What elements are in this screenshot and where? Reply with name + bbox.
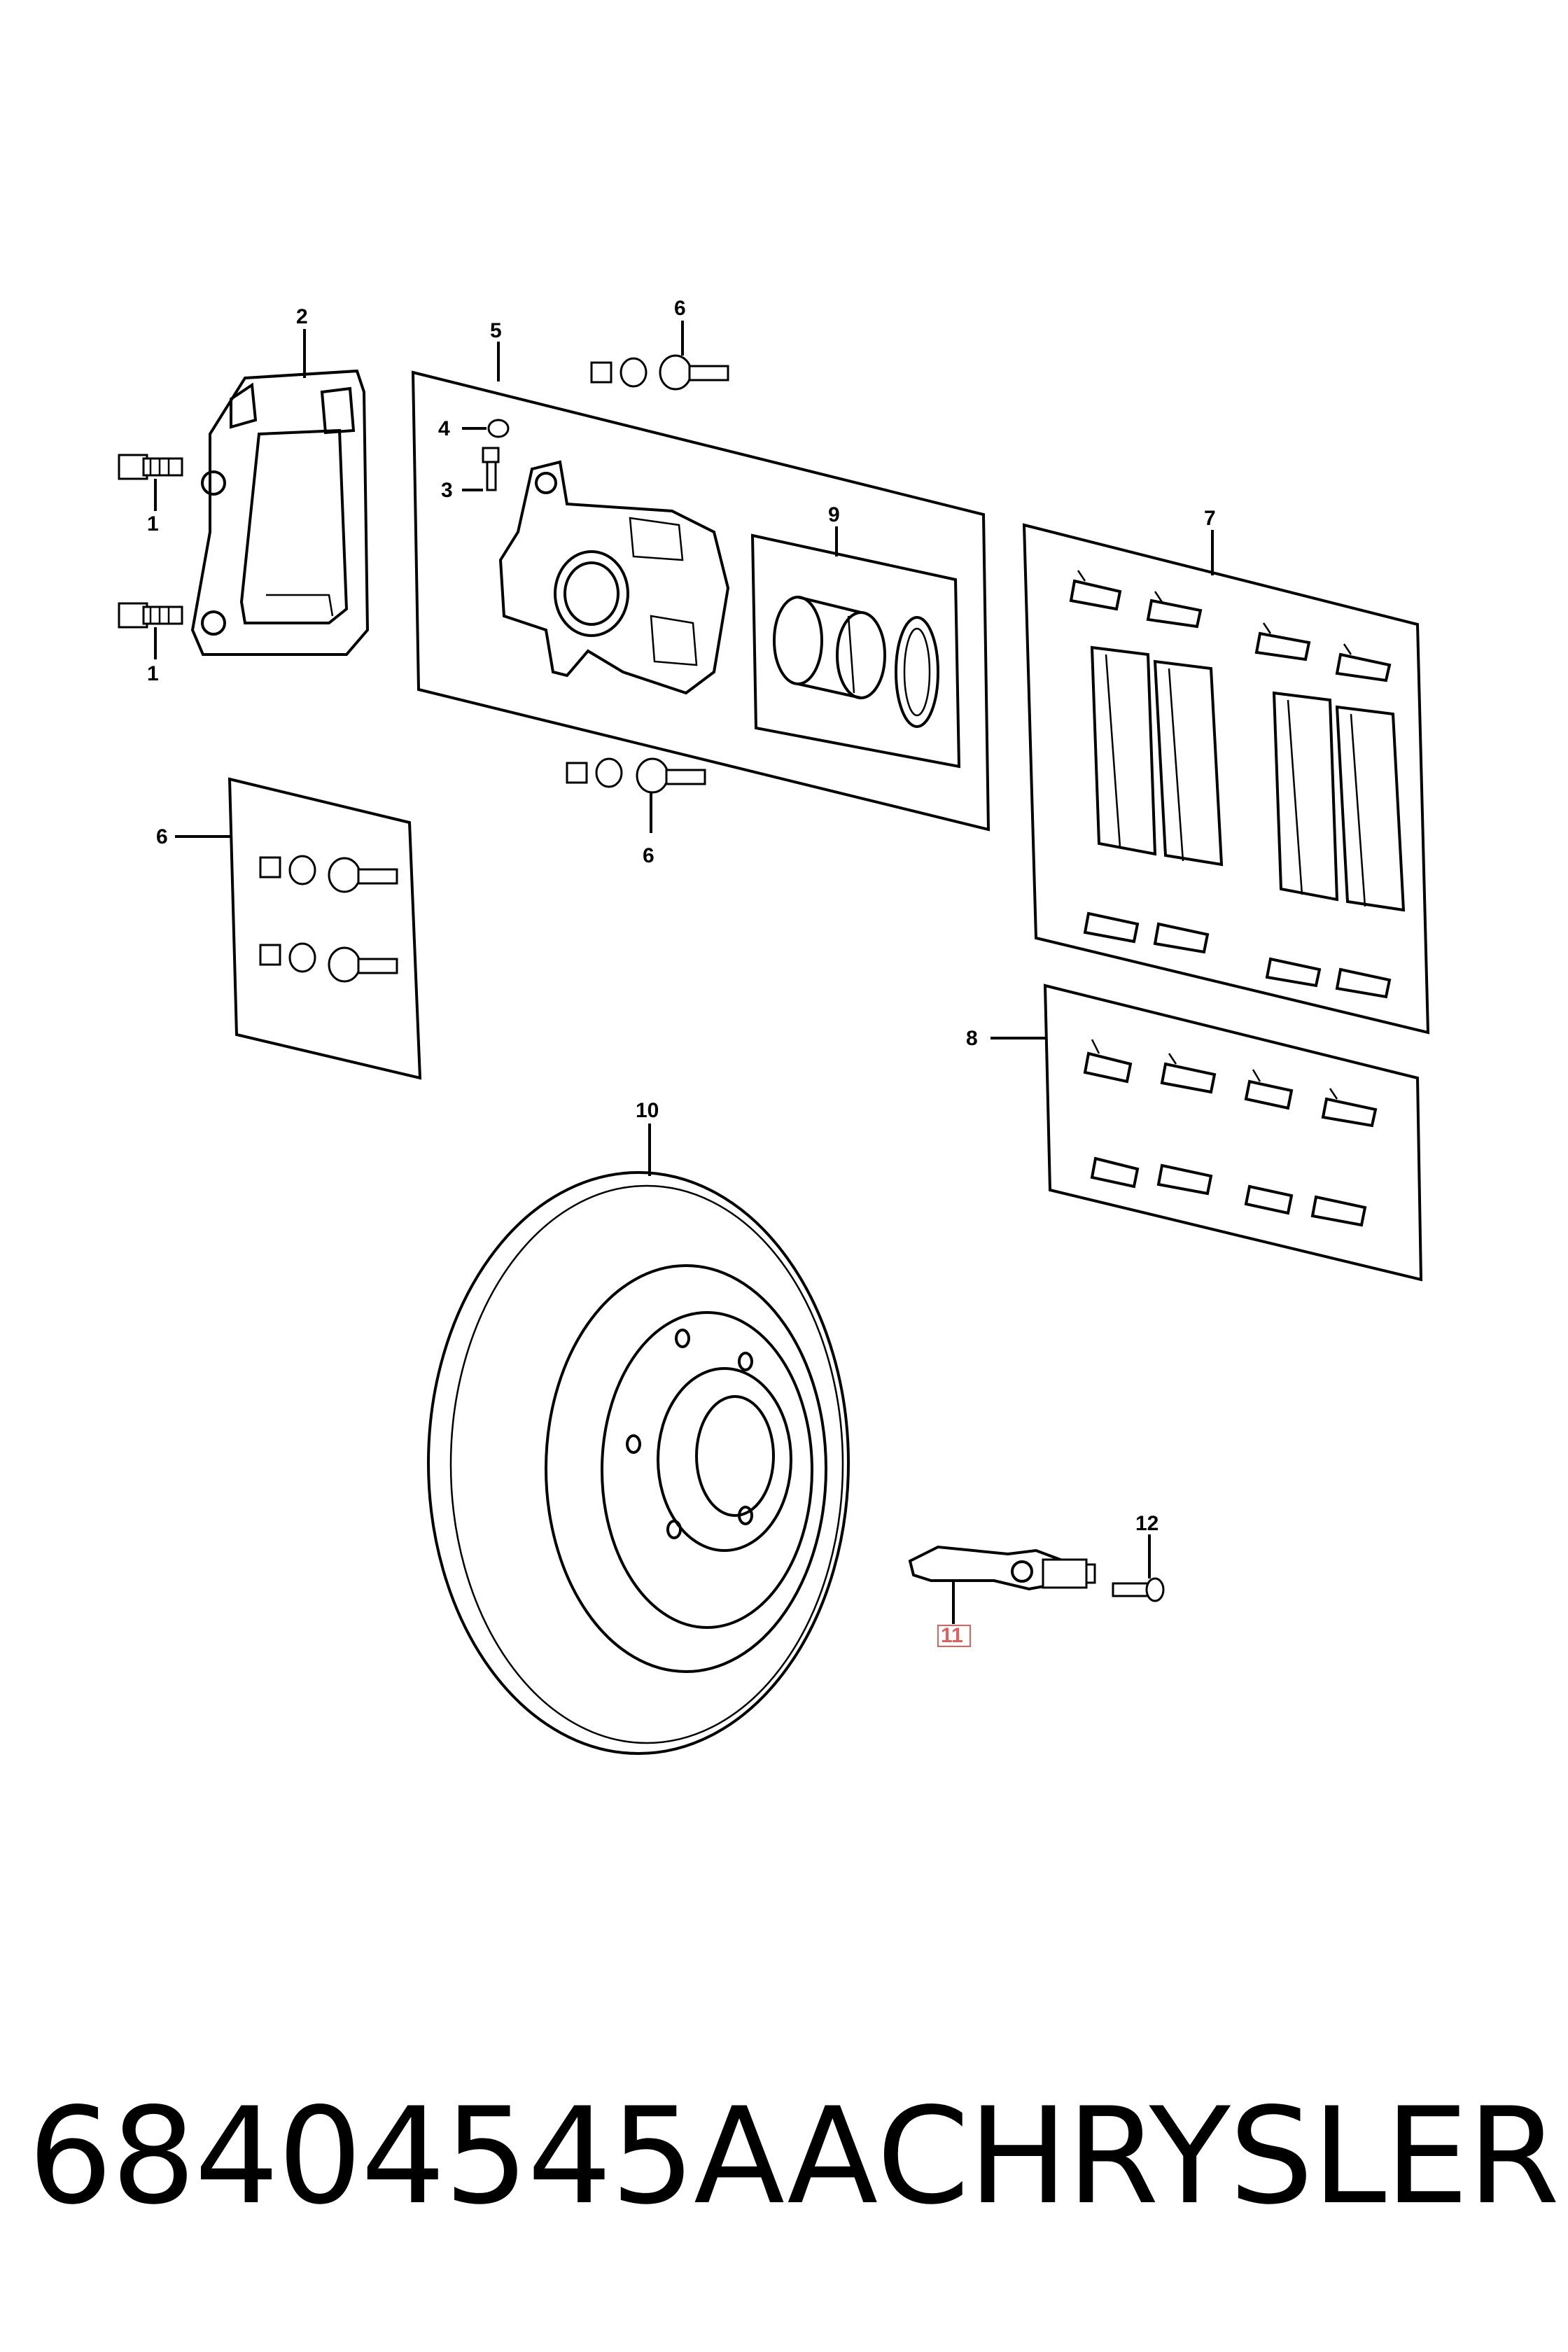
sensor-bolt-part-12 <box>1112 1577 1165 1602</box>
callout-3: 3 <box>441 479 453 502</box>
bolt-part-1-lower <box>118 602 183 629</box>
guide-pin-part-6-top <box>590 354 729 391</box>
piston-seal-kit-box-part-9 <box>750 533 961 769</box>
brake-pad-kit-box-part-7 <box>1022 523 1430 1035</box>
callout-12: 12 <box>1135 1512 1158 1535</box>
part-caption: 68404545AA CHRYSLER <box>28 2072 1560 2240</box>
callout-1-lower: 1 <box>147 662 159 685</box>
callout-6-left: 6 <box>156 825 168 848</box>
bleeder-screw-part-3 <box>482 447 500 491</box>
guide-pin-kit-lower <box>259 942 398 983</box>
callout-2: 2 <box>296 305 308 328</box>
wheel-speed-sensor-part-11 <box>908 1545 1096 1591</box>
callout-11: 11 <box>941 1624 963 1647</box>
brake-pads-part-7 <box>1090 645 1406 912</box>
callout-6-top: 6 <box>674 297 686 320</box>
pad-clips-part-7-top <box>1069 570 1392 682</box>
brake-rotor-part-10 <box>427 1171 850 1755</box>
callout-6-middle: 6 <box>643 844 654 867</box>
bleeder-cap-part-4 <box>487 419 510 438</box>
callout-1-upper: 1 <box>147 512 159 536</box>
pad-clips-part-8 <box>1083 1039 1378 1227</box>
part-number: 68404545AA <box>28 2078 878 2234</box>
callout-9: 9 <box>828 503 840 526</box>
bolt-part-1-upper <box>118 454 183 480</box>
pad-clips-part-7-bottom <box>1083 911 1392 999</box>
callout-5: 5 <box>490 319 502 342</box>
piston-seal-ring <box>895 616 939 728</box>
callout-10: 10 <box>636 1099 659 1122</box>
callout-4: 4 <box>438 417 450 440</box>
caliper-bracket-part-2 <box>190 369 370 656</box>
pad-clip-kit-box-part-8 <box>1043 983 1423 1282</box>
caliper-piston <box>773 596 886 699</box>
guide-pin-kit-box-part-6 <box>227 777 422 1080</box>
guide-pin-kit-upper <box>259 855 398 893</box>
callout-8: 8 <box>966 1027 978 1050</box>
callout-7: 7 <box>1204 507 1216 530</box>
caliper-housing <box>498 460 730 695</box>
callout-11-highlight-box <box>937 1625 971 1647</box>
caliper-assembly-box-part-5 <box>411 370 990 832</box>
brand-name: CHRYSLER <box>876 2078 1560 2234</box>
guide-pin-part-6-middle <box>566 757 706 794</box>
